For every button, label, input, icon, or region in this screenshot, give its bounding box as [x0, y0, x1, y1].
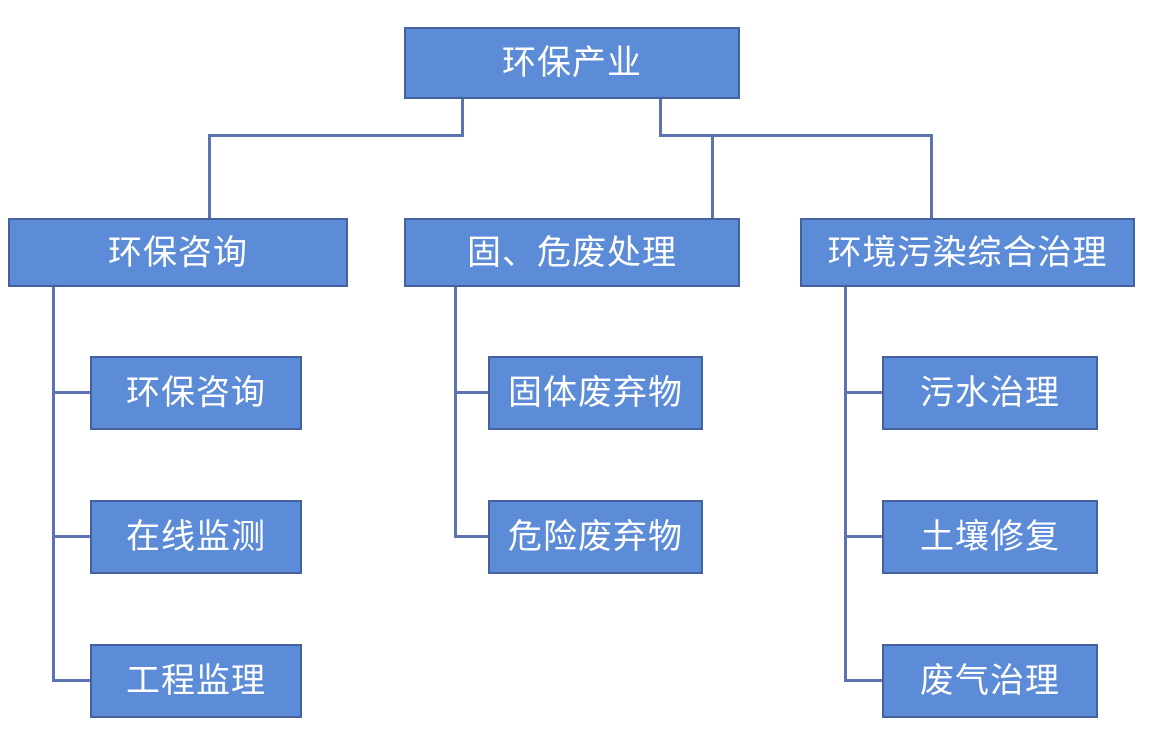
- connector-branch-2-leaf-0-stub: [844, 391, 882, 394]
- node-leaf-consulting: 环保咨询: [90, 356, 302, 430]
- connector-branch-0-leaf-1-stub: [52, 535, 90, 538]
- connector-branch-2-leaf-2-stub: [844, 679, 882, 682]
- node-branch-solid-hazardous-waste: 固、危废处理: [404, 218, 740, 287]
- node-leaf-hazardous-waste: 危险废弃物: [488, 500, 703, 574]
- node-leaf-solid-waste: 固体废弃物: [488, 356, 703, 430]
- connector-root-to-branch-2-drop: [930, 134, 933, 218]
- node-leaf-project-supervision: 工程监理: [90, 644, 302, 718]
- connector-branch-1-vertical: [454, 287, 457, 538]
- connector-branch-1-leaf-0-stub: [454, 391, 488, 394]
- node-leaf-online-monitoring: 在线监测: [90, 500, 302, 574]
- connector-branch-1-leaf-1-stub: [454, 535, 488, 538]
- connector-root-to-branch-1-drop: [711, 134, 714, 218]
- node-leaf-waste-gas-treatment: 废气治理: [882, 644, 1098, 718]
- node-leaf-soil-remediation: 土壤修复: [882, 500, 1098, 574]
- connector-root-to-right-stub: [659, 97, 662, 137]
- connector-branch-0-leaf-2-stub: [52, 679, 90, 682]
- connector-root-to-branch-0-drop: [208, 134, 211, 218]
- node-branch-consulting: 环保咨询: [8, 218, 348, 287]
- connector-branch-0-leaf-0-stub: [52, 391, 90, 394]
- connector-branch-2-leaf-1-stub: [844, 535, 882, 538]
- node-root: 环保产业: [404, 27, 740, 99]
- connector-root-to-branch-0-horizontal: [208, 134, 464, 137]
- connector-root-to-right-horizontal: [659, 134, 933, 137]
- connector-branch-0-vertical: [52, 287, 55, 682]
- connector-root-to-branch-0-stub: [461, 97, 464, 137]
- node-leaf-sewage-treatment: 污水治理: [882, 356, 1098, 430]
- node-branch-pollution-control: 环境污染综合治理: [800, 218, 1135, 287]
- connector-branch-2-vertical: [844, 287, 847, 682]
